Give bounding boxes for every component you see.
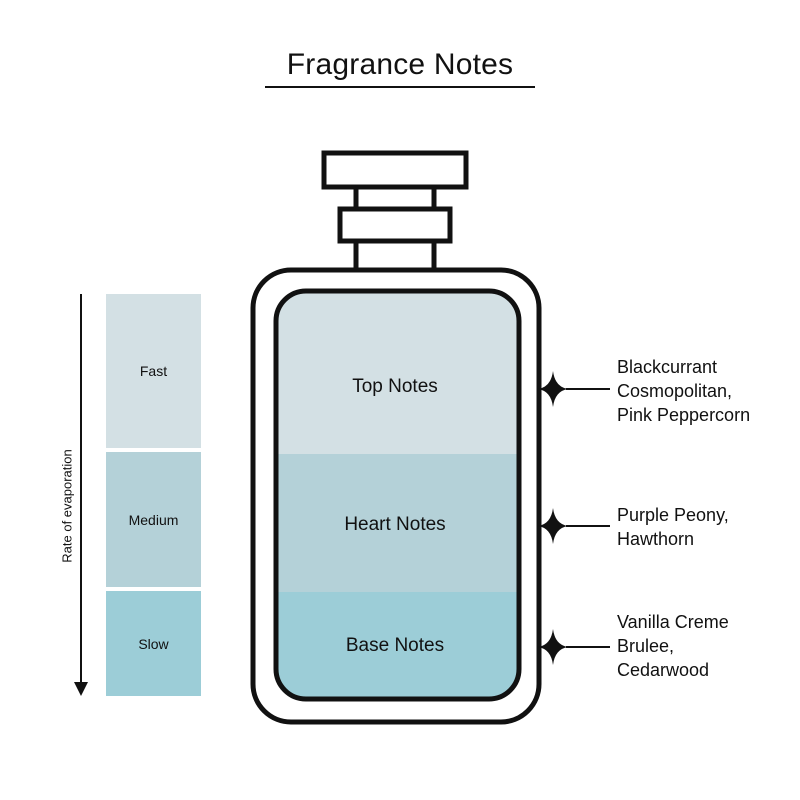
heart-notes-ingredients: Purple Peony, Hawthorn xyxy=(617,505,729,549)
scale-medium: Medium xyxy=(106,452,201,587)
base-notes-label: Base Notes xyxy=(345,635,445,656)
heart-notes-label: Heart Notes xyxy=(344,514,446,535)
heart-notes-connector xyxy=(538,508,610,544)
bottle-neck xyxy=(353,184,437,212)
top-notes-ingredients: Blackcurrant Cosmopolitan, Pink Pepperco… xyxy=(617,357,751,425)
bottle-cap xyxy=(321,150,469,190)
bottle-inner-outline xyxy=(273,288,522,702)
scale-slow-label: Slow xyxy=(138,635,169,652)
bottle-neck-lower xyxy=(353,238,437,274)
base-notes-ingredients: Vanilla Creme Brulee, Cedarwood xyxy=(617,612,729,680)
page-title: Fragrance Notes xyxy=(286,48,514,81)
heart-notes-layer xyxy=(276,454,519,592)
scale-medium-label: Medium xyxy=(128,511,179,528)
scale-fast-label: Fast xyxy=(139,363,168,379)
top-notes-label: Top Notes xyxy=(352,376,438,397)
scale-fast: Fast xyxy=(106,294,201,448)
scale-slow: Slow xyxy=(106,591,201,696)
base-notes-connector xyxy=(538,629,610,665)
top-notes-connector xyxy=(538,371,610,407)
base-notes-layer xyxy=(276,592,519,699)
top-notes-layer xyxy=(276,291,519,454)
evaporation-arrow xyxy=(74,294,88,696)
bottle-collar xyxy=(337,206,453,244)
title-underline xyxy=(265,86,535,88)
